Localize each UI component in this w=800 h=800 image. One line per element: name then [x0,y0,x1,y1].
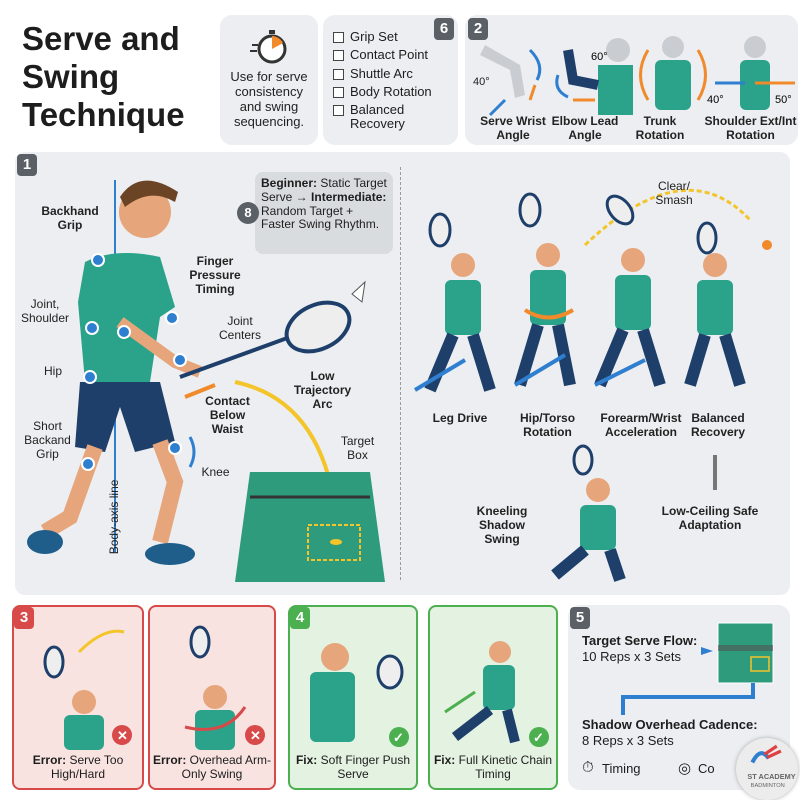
error-figure: ✕ [43,629,132,750]
label-knee: Knee [201,465,230,479]
stopwatch-icon: ⏱ [582,759,594,776]
usage-text: Use for serve consistency and swing sequ… [230,69,308,129]
label-short-backhand: Short Backand Grip [24,419,71,461]
label-kneeling: Kneeling Shadow Swing [476,504,528,546]
fix-figure: ✓ [444,641,549,747]
checkbox[interactable] [333,86,344,98]
drill-title: Target Serve Flow: [582,633,698,648]
trunk-rotation-figure [639,36,707,110]
svg-text:✕: ✕ [117,728,128,743]
section-badge: 4 [290,607,310,629]
angle-label: Trunk Rotation [635,114,685,142]
elbow-angle-figure: 60° [555,38,633,115]
stopwatch-icon [250,30,287,64]
angle-label: Elbow Lead Angle [551,114,619,142]
section-badge: 3 [14,607,34,629]
checklist-label: Grip Set [350,29,398,44]
beginner-label: Beginner: [261,176,318,190]
intermediate-label: Intermediate: [311,189,387,204]
label-backhand-grip: Backhand Grip [41,204,99,232]
title-line: Technique [22,96,185,133]
angle-value: 40° [473,76,490,88]
angle-value: 40° [707,94,724,106]
fix-panel: ✓ Fix: Full Kinetic Chain Timing [428,605,558,790]
page-title: Serve and Swing Technique [22,20,185,134]
step-label: Hip/Torso Rotation [519,411,576,439]
label-finger-pressure: Finger Pressure Timing [189,254,241,296]
svg-text:ST ACADEMY: ST ACADEMY [747,772,795,781]
logo-mark: ST ACADEMY BADMINTON [747,744,796,789]
error-panel: ✕ Error: Overhead Arm-Only Swing [148,605,276,790]
divider [400,167,401,580]
svg-text:✓: ✓ [393,730,404,745]
label-joint-centers: Joint Centers [218,314,262,342]
title-line: Serve and [22,20,180,57]
checklist-label: Body Rotation [350,83,432,99]
svg-text:✓: ✓ [533,730,544,745]
serve-player-figure [27,180,385,582]
drill-reps: 10 Reps x 3 Sets [582,649,681,664]
beginner-text: Static Target Serve → [261,176,387,204]
error-caption: Error: Serve Too High/Hard [32,753,124,782]
checklist-item[interactable]: Grip Set [333,29,448,44]
control-label: Co [698,761,715,776]
angle-label: Serve Wrist Angle [480,114,546,142]
checklist-item[interactable]: Body Rotation [333,83,448,99]
section-badge: 5 [570,607,590,629]
fix-panel: 4 ✓ Fix: Soft Finger Push Serve [288,605,418,790]
label-body-axis: Body-axis line [107,479,122,555]
checklist-item[interactable]: Shuttle Arc [333,65,448,81]
progression-box: Beginner: Static Target Serve → Intermed… [255,172,393,254]
error-panel: 3 ✕ Error: Serve Too High/Hard [12,605,144,790]
academy-logo: ST ACADEMY BADMINTON [736,738,798,800]
timing-label: Timing [602,761,641,776]
checklist-item[interactable]: Balanced Recovery [333,103,448,132]
checkbox[interactable] [333,32,344,43]
title-line: Swing [22,58,120,95]
label-contact: Contact Below Waist [205,394,250,436]
step-label: Leg Drive [432,411,488,425]
target-icon: ◎ [678,760,692,777]
section-badge: 1 [17,154,37,176]
fix-figure: ✓ [310,643,409,747]
checkbox[interactable] [333,68,344,80]
label-low-ceiling: Low-Ceiling Safe Adaptation [661,504,759,532]
usage-card: Use for serve consistency and swing sequ… [220,15,318,145]
sequence-figures [413,188,772,582]
fix-caption: Fix: Soft Finger Push Serve [295,753,411,782]
drill-title: Shadow Overhead Cadence: [582,717,758,732]
checkbox[interactable] [333,50,344,62]
intermediate-text: Random Target + Faster Swing Rhythm. [261,203,380,232]
label-joint-shoulder: Joint, Shoulder [20,297,70,325]
section-badge: 8 [237,202,259,224]
section-badge: 6 [434,18,454,40]
checklist-label: Contact Point [350,47,429,63]
checklist-item[interactable]: Contact Point [333,47,448,63]
section-badge: 2 [468,18,488,40]
drill-reps: 8 Reps x 3 Sets [582,733,674,748]
angle-value: 50° [775,94,792,106]
svg-text:BADMINTON: BADMINTON [751,783,785,789]
shoulder-rotation-figure: 40° 50° [707,36,795,110]
angles-card: 2 40° 60° 40° 50° Serve Wrist Angle Elbow… [465,15,798,145]
angle-value: 60° [591,51,608,63]
error-figure: ✕ [184,625,265,750]
error-caption: Error: Overhead Arm-Only Swing [152,753,272,782]
label-target-box: Target Box [340,434,375,462]
label-clear-smash: Clear/ Smash [655,179,693,207]
wrist-angle-figure: 40° [473,45,542,117]
step-label: Balanced Recovery [690,411,746,439]
svg-text:✕: ✕ [250,728,261,743]
checklist-label: Balanced Recovery [350,102,405,132]
checklist-label: Shuttle Arc [350,65,413,81]
angle-label: Shoulder Ext/Int Rotation [704,114,797,142]
court-icon [621,622,774,715]
checkbox[interactable] [333,105,344,117]
label-trajectory: Low Trajectory Arc [293,369,352,411]
step-label: Forearm/Wrist Acceleration [600,411,682,439]
label-hip: Hip [43,364,62,378]
checklist-card: 6 Grip Set Contact Point Shuttle Arc Bod… [323,15,458,145]
fix-caption: Fix: Full Kinetic Chain Timing [433,753,553,782]
